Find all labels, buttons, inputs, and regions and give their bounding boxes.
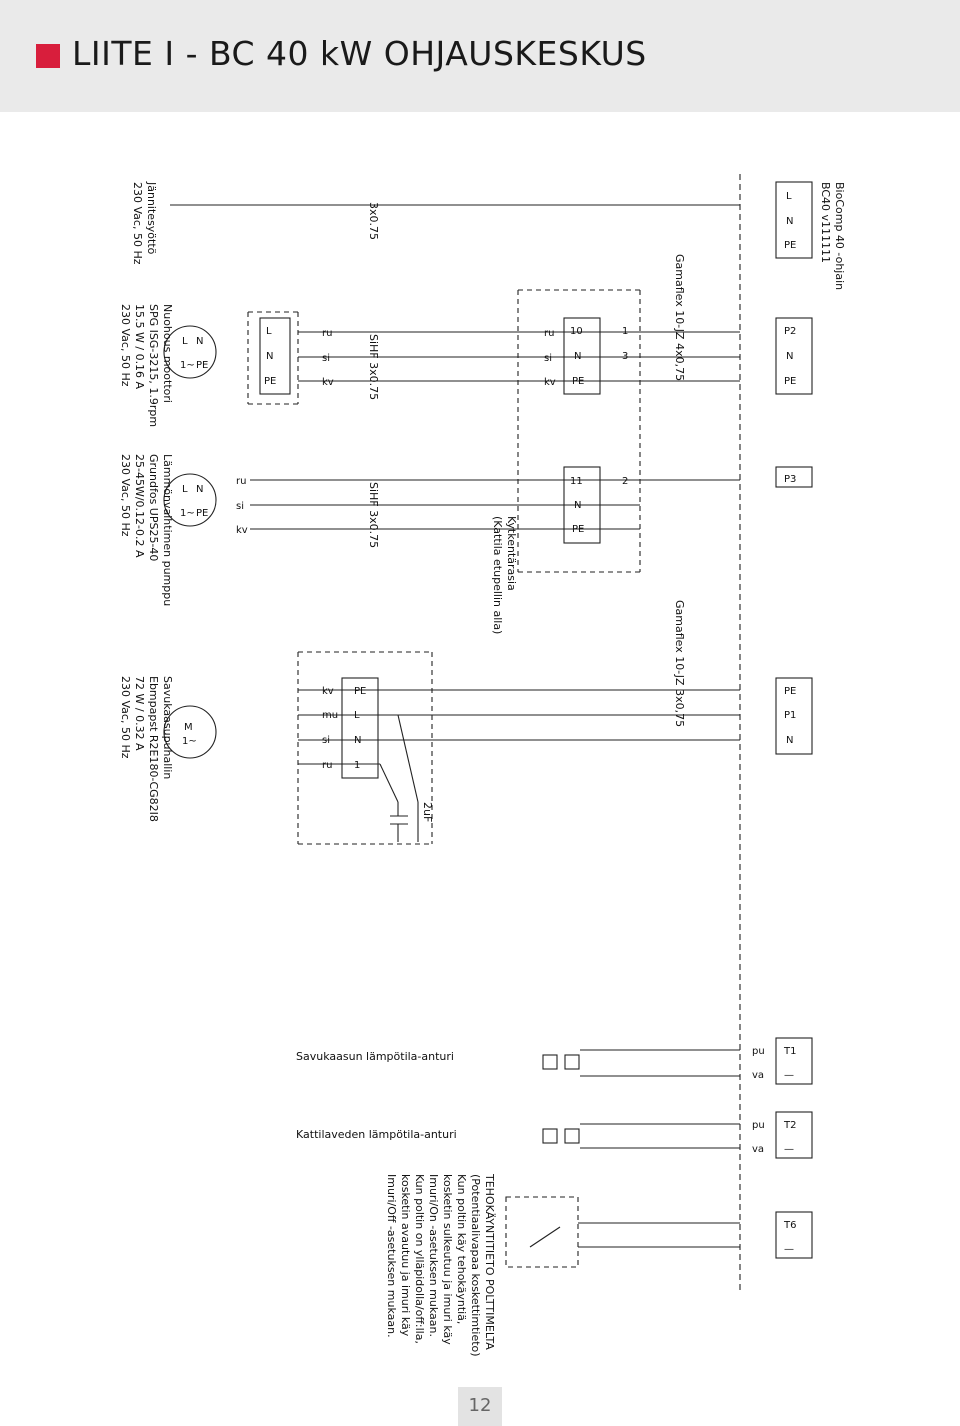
wiring-diagram: Jännitesyöttö 230 Vac, 50 Hz 3x0.75 Nuoh… <box>119 174 846 1357</box>
power-info-line-6: Kun poltin on ylläpidolla/off:lla, <box>413 1174 426 1344</box>
wire-pu-t2: pu <box>752 1120 765 1131</box>
terminal-ctrl-t6-gnd: — <box>784 1244 794 1255</box>
page-number: 12 <box>468 1395 492 1416</box>
wire-ru-jbox-a: ru <box>544 328 554 339</box>
terminal-ctrl-fan-pe: PE <box>784 686 796 697</box>
cable-gamaflex-1: Gamaflex 10-JZ 4x0,75 <box>673 254 686 381</box>
wire-kv-jbox-a: kv <box>544 377 556 388</box>
terminal-fan-n: N <box>354 735 361 746</box>
exchanger-pump-sym-l: L <box>182 484 188 495</box>
power-info-line-2: (Potentiaalivapaa koskettimtieto) <box>469 1174 482 1357</box>
power-info-line-7: kosketin avautuu ja imuri käy <box>399 1174 412 1337</box>
wire-kv-fan: kv <box>322 686 334 697</box>
terminal-ctrl-fan-n: N <box>786 735 793 746</box>
terminal-jbox-b-11: 11 <box>570 476 583 487</box>
terminal-ctrl-t1: T1 <box>783 1046 796 1057</box>
header-accent-square <box>36 44 60 68</box>
wire-si-exchanger: si <box>236 501 244 512</box>
terminal-jbox-a-n: N <box>574 351 581 362</box>
page-number-box: 12 <box>458 1387 502 1426</box>
terminal-ctrl-supply-l: L <box>786 191 792 202</box>
exchanger-pump-sym-n: N <box>196 484 203 495</box>
wire-number-2: 2 <box>622 476 628 487</box>
power-info-line-1: TEHOKÄYNTITIETO POLTTIMELTA <box>483 1173 496 1350</box>
exchanger-pump-line-4: 230 Vac, 50 Hz <box>119 454 132 537</box>
wire-si-fan: si <box>322 735 330 746</box>
controller-line-2: BC40 v111111 <box>819 182 832 263</box>
exchanger-pump-line-2: Grundfos UPS25-40 <box>147 454 160 561</box>
exchanger-pump-line-3: 25-45W/0.12-0.2 A <box>133 454 146 558</box>
power-info-line-5: Imuri/On -asetuksen mukaan. <box>427 1174 440 1337</box>
terminal-ctrl-supply-n: N <box>786 216 793 227</box>
wire-ru: ru <box>322 328 332 339</box>
wire-mu-fan: mu <box>322 710 338 721</box>
flue-fan-sym-phase: 1~ <box>182 736 197 747</box>
pump-motor-sym-l: L <box>182 336 188 347</box>
terminal-fan-1: 1 <box>354 760 360 771</box>
junction-box-line-1: Kytkentärasia <box>505 516 518 591</box>
terminal-ctrl-fan-p1: P1 <box>784 710 796 721</box>
supply-cable: 3x0.75 <box>367 202 380 240</box>
pump-motor-sym-phase: 1~ <box>180 360 195 371</box>
supply-title: Jännitesyöttö <box>145 181 158 255</box>
terminal-fan-l: L <box>354 710 360 721</box>
pump-motor-line-1: Nuohous moottori <box>161 304 174 403</box>
exchanger-pump-cable: SiHF 3x0.75 <box>367 482 380 548</box>
exchanger-pump-sym-pe: PE <box>196 508 208 519</box>
flue-fan-line-3: 72 W / 0.32 A <box>133 676 146 751</box>
terminal-motor-n: N <box>266 351 273 362</box>
flue-fan-line-1: Savukaasupuhallin <box>161 676 174 779</box>
flue-fan-line-4: 230 Vac, 50 Hz <box>119 676 132 759</box>
terminal-ctrl-n: N <box>786 351 793 362</box>
page-title: LIITE I - BC 40 kW OHJAUSKESKUS <box>72 34 647 73</box>
wire-si: si <box>322 353 330 364</box>
wire-kv: kv <box>322 377 334 388</box>
pump-motor-sym-pe: PE <box>196 360 208 371</box>
terminal-motor-pe: PE <box>264 376 276 387</box>
terminal-jbox-a-pe: PE <box>572 376 584 387</box>
terminal-jbox-b-pe: PE <box>572 524 584 535</box>
wire-number-1: 1 <box>622 326 628 337</box>
terminal-ctrl-t2-gnd: — <box>784 1144 794 1155</box>
wire-number-3: 3 <box>622 351 628 362</box>
power-info-line-3: Kun poltin käy tehokäyntiä, <box>455 1174 468 1324</box>
terminal-jbox-a-10: 10 <box>570 326 583 337</box>
cable-gamaflex-2: Gamaflex 10-JZ 3x0,75 <box>673 600 686 727</box>
terminal-motor-l: L <box>266 326 272 337</box>
sensor-flue-label: Savukaasun lämpötila-anturi <box>296 1050 454 1063</box>
wire-va-t2: va <box>752 1144 764 1155</box>
supply-spec: 230 Vac, 50 Hz <box>131 182 144 265</box>
page-header: LIITE I - BC 40 kW OHJAUSKESKUS <box>0 0 960 112</box>
terminal-ctrl-supply-pe: PE <box>784 240 796 251</box>
wire-kv-exchanger: kv <box>236 525 248 536</box>
power-info-line-8: Imuri/Off -asetuksen mukaan. <box>385 1174 398 1338</box>
capacitor-label: 2uF <box>421 802 434 822</box>
wire-si-jbox-a: si <box>544 353 552 364</box>
flue-fan-sym-m: M <box>184 722 193 733</box>
pump-motor-line-2: SPG ISG-3215, 1.9rpm <box>147 304 160 427</box>
exchanger-pump-line-1: Lämmönvaihtimen pumppu <box>161 454 174 606</box>
pump-motor-line-4: 230 Vac, 50 Hz <box>119 304 132 387</box>
terminal-ctrl-p2: P2 <box>784 326 796 337</box>
terminal-jbox-b-n: N <box>574 500 581 511</box>
exchanger-pump-sym-phase: 1~ <box>180 508 195 519</box>
pump-motor-line-3: 15.5 W / 0.16 A <box>133 304 146 390</box>
terminal-ctrl-p3: P3 <box>784 474 796 485</box>
pump-motor-cable: SiHF 3x0.75 <box>367 334 380 400</box>
terminal-ctrl-t2: T2 <box>783 1120 796 1131</box>
controller-line-1: BioComp 40 -ohjain <box>833 182 846 290</box>
terminal-ctrl-pe: PE <box>784 376 796 387</box>
wire-ru-exchanger: ru <box>236 476 246 487</box>
flue-fan-line-2: Ebmpapst R2E180-CG82I8 <box>147 676 160 822</box>
wire-va-t1: va <box>752 1070 764 1081</box>
pump-motor-sym-n: N <box>196 336 203 347</box>
wire-pu-t1: pu <box>752 1046 765 1057</box>
junction-box-line-2: (Kattila etupellin alla) <box>491 516 504 634</box>
terminal-fan-pe: PE <box>354 686 366 697</box>
terminal-ctrl-t6: T6 <box>783 1220 796 1231</box>
power-info-line-4: kosketin sulkeutuu ja imuri käy <box>441 1174 454 1345</box>
terminal-ctrl-t1-gnd: — <box>784 1070 794 1081</box>
sensor-boiler-label: Kattilaveden lämpötila-anturi <box>296 1128 457 1141</box>
wire-ru-fan: ru <box>322 760 332 771</box>
